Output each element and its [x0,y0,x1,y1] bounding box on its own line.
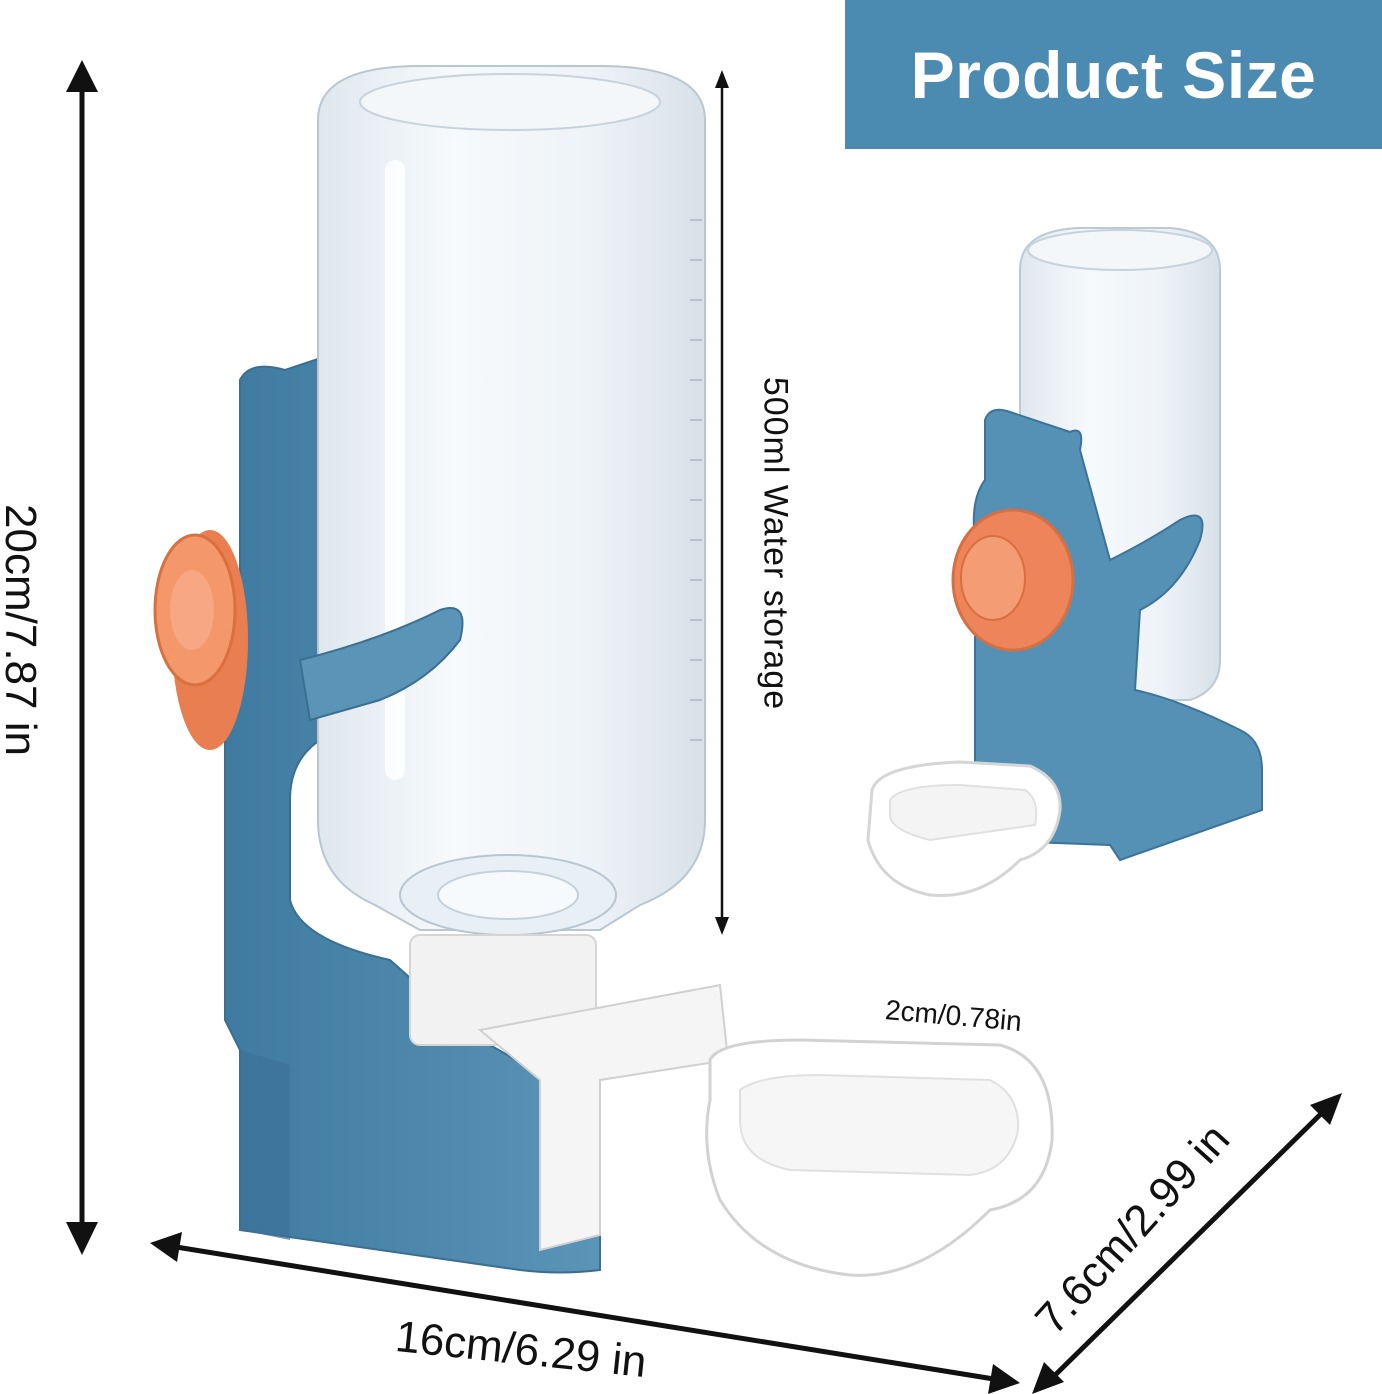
height-arrow [66,60,98,1255]
product-size-banner: Product Size [845,0,1382,149]
main-feeder [153,65,1054,1277]
height-dimension-label: 20cm/7.87 in [0,504,45,756]
width-arrow [150,1232,1020,1394]
depth-arrow [1032,1093,1342,1394]
banner-title: Product Size [910,37,1317,112]
capacity-arrow [715,70,729,935]
capacity-label: 500ml Water storage [756,376,795,711]
small-feeder [866,227,1263,898]
